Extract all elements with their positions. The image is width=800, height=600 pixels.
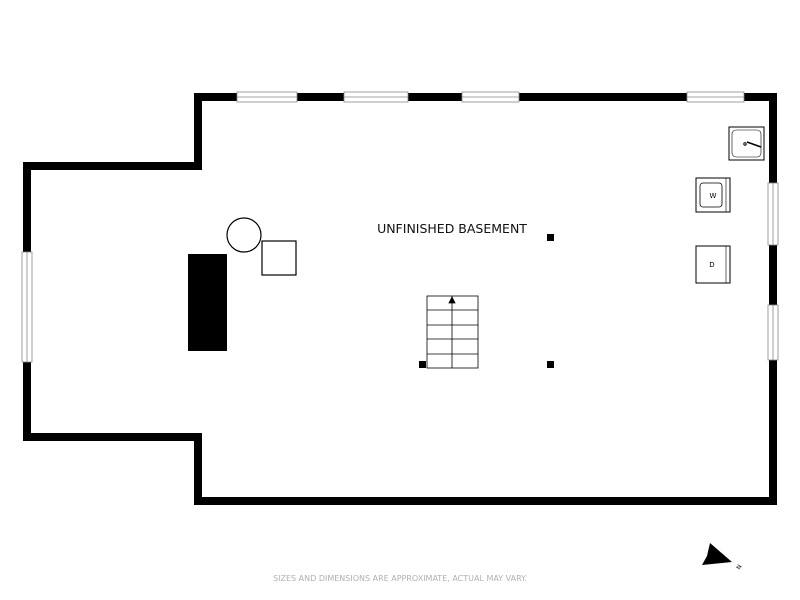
chimney-block — [188, 254, 227, 351]
window — [686, 91, 745, 103]
window — [236, 91, 298, 103]
stair-up-arrow-icon — [448, 296, 456, 304]
room-label: UNFINISHED BASEMENT — [377, 221, 527, 236]
utility-sink — [728, 126, 765, 161]
windows — [21, 91, 779, 363]
north-arrow-icon — [702, 543, 732, 565]
window — [767, 182, 779, 246]
furnace — [261, 240, 297, 276]
compass-label: N — [735, 564, 743, 571]
compass: N — [702, 543, 744, 571]
support-post — [547, 361, 554, 368]
dryer: D — [695, 245, 731, 284]
window — [461, 91, 520, 103]
support-post — [419, 361, 426, 368]
dryer-label: D — [709, 261, 714, 269]
disclaimer: SIZES AND DIMENSIONS ARE APPROXIMATE, AC… — [273, 574, 527, 583]
water-heater — [226, 217, 262, 253]
washer: W — [695, 177, 731, 213]
washer-label: W — [710, 192, 717, 200]
window — [343, 91, 409, 103]
window — [767, 304, 779, 361]
window — [21, 251, 33, 363]
staircase — [426, 295, 479, 369]
support-post — [547, 234, 554, 241]
exterior-walls — [23, 93, 777, 505]
